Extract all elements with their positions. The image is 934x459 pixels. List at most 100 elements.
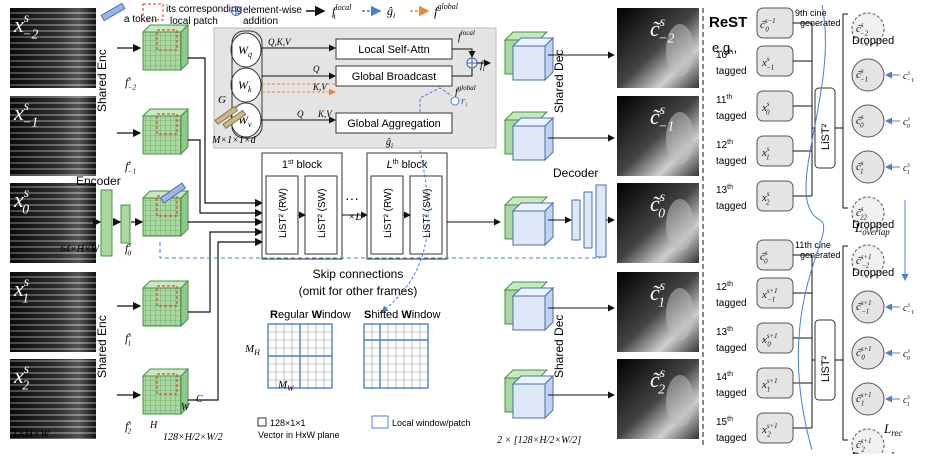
qkv-label: Q,K,V (268, 37, 292, 47)
vector-label-2: Vector in HxW plane (258, 430, 340, 440)
fi-out: fi (480, 60, 485, 73)
gt-label: cs−1 (903, 302, 914, 317)
dropped-label: Dropped (852, 267, 894, 279)
gen-label-1: 9th cine (795, 8, 827, 18)
input-label-0: xs−2 (13, 10, 38, 41)
global-broadcast-label: Global Broadcast (352, 71, 436, 83)
decoder-layer-2 (583, 191, 593, 249)
rest-flow-curve (797, 4, 826, 451)
decoder-cube-4 (503, 369, 555, 420)
feature-cube-0 (141, 23, 190, 72)
attention-panel: Wq Wk Wv Local Self-Attn Global Broadcas… (211, 27, 497, 150)
tag-word: tagged (716, 156, 747, 167)
mri-shading (10, 8, 96, 88)
global-aggregation-label: Global Aggregation (347, 118, 441, 130)
tag-word: tagged (716, 111, 747, 122)
q-label-2: Q (297, 109, 304, 119)
vector-label: 128×1×1 (270, 418, 306, 428)
tag-label: 10th (716, 49, 733, 61)
mri-shading (10, 272, 96, 352)
gen-label-2: 11th cine (795, 240, 831, 250)
encoder-label: Encoder (76, 174, 121, 188)
dropped-label: Dropped (852, 35, 894, 47)
rest-list-label: LiST² (820, 355, 832, 382)
output-label-1: c̃s−1 (650, 102, 674, 134)
q-label-1: Q (313, 64, 320, 74)
window-pointer (381, 149, 429, 313)
decoder-layer-3 (595, 184, 607, 258)
local-window-swatch (371, 415, 389, 429)
decoder-cube-2 (503, 196, 555, 247)
kv-label-1: K,V (312, 82, 328, 92)
feature-cube-3 (141, 279, 190, 328)
legend: a token its corresponding local patch el… (100, 2, 459, 27)
dropped-label: Dropped (852, 219, 894, 231)
shifted-window-label: Shifted Window (364, 309, 441, 321)
tag-word: tagged (716, 66, 747, 77)
rest-title: ReST (709, 14, 747, 31)
local-self-attn-label: Local Self-Attn (358, 44, 430, 56)
global-token-2 (222, 109, 247, 130)
rest-output: c̃s−2 (856, 22, 869, 37)
shared-enc-bottom: Shared Enc (95, 315, 109, 378)
transformer-blocks: 1st block LiST² (RW) LiST² (SW) ··· ×L L… (261, 152, 501, 260)
rest-eg: e.g., (712, 40, 737, 55)
size-label: 1×H×W (12, 428, 50, 440)
block-times: ×L (348, 211, 362, 223)
tag-word: tagged (716, 201, 747, 212)
legend-g-hat: ĝi (387, 4, 395, 20)
input-label-1: xs−1 (13, 98, 38, 130)
rest-list-label: LiST² (820, 123, 832, 150)
local-window-label: Local window/patch (392, 418, 471, 428)
g-label: G (218, 94, 226, 106)
loss-overlap: Loverlap (854, 220, 890, 237)
feature-cube-1 (141, 107, 190, 156)
cube-h: H (149, 420, 158, 431)
first-sw-label: LiST² (SW) (317, 189, 328, 238)
tag-label: 13th (716, 326, 733, 338)
ghat-label: ĝi (386, 137, 393, 150)
encoder-layer-2 (120, 204, 131, 244)
first-rw-label: LiST² (RW) (278, 188, 289, 238)
feature-label-0: fs−2 (125, 74, 137, 92)
loss-rec: Lrec (883, 421, 902, 438)
encoder-dim: 64×H×W (60, 244, 101, 255)
patch-icon (142, 3, 164, 21)
wk-node (230, 67, 262, 103)
tag-label: 11th (716, 94, 732, 106)
kv-label-2: K,V (317, 109, 333, 119)
latent-dim: 128×H/2×W/2 (163, 432, 223, 443)
tag-word: tagged (716, 388, 747, 399)
input-frame-0: xs−2 (10, 8, 96, 88)
token-dim: M×1×1×d (211, 135, 257, 146)
last-sw-label: LiST² (SW) (422, 189, 433, 238)
mri-shading (10, 359, 96, 439)
tag-label: 12th (716, 281, 733, 293)
global-token-1 (214, 105, 239, 126)
plus-icon-cross (231, 6, 241, 16)
local-patch-outline (156, 113, 178, 135)
